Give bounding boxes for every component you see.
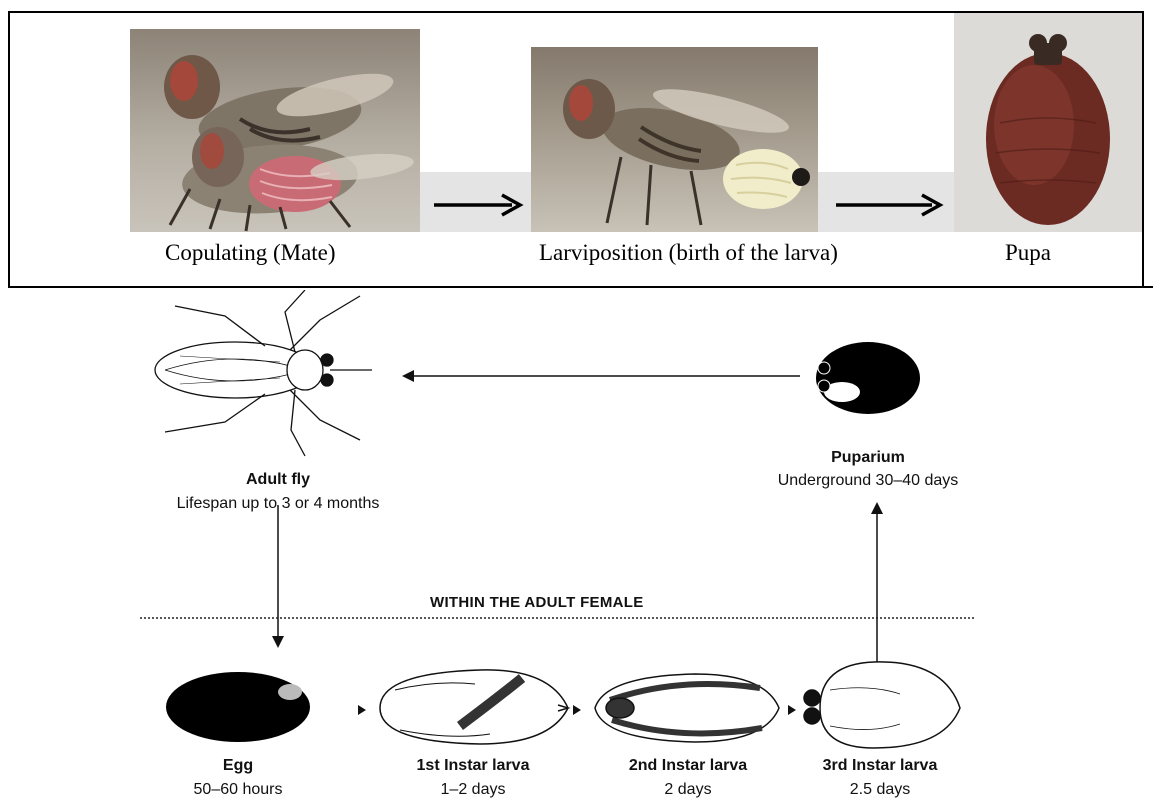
instar2-name: 2nd Instar larva bbox=[598, 757, 778, 775]
adult-fly-illustration bbox=[155, 290, 372, 456]
instar2-detail: 2 days bbox=[598, 781, 778, 799]
egg-illustration bbox=[166, 672, 310, 742]
photo-row-divider bbox=[8, 286, 1153, 288]
adult-fly-detail: Lifespan up to 3 or 4 months bbox=[128, 495, 428, 513]
instar1-illustration bbox=[380, 670, 568, 744]
egg-detail: 50–60 hours bbox=[168, 781, 308, 799]
puparium-detail: Underground 30–40 days bbox=[718, 472, 1018, 490]
egg-name: Egg bbox=[168, 757, 308, 775]
instar2-illustration bbox=[595, 674, 779, 742]
puparium-illustration bbox=[816, 342, 920, 414]
larviposition-photo bbox=[531, 47, 818, 232]
life-cycle-diagram bbox=[0, 290, 1153, 805]
adult-fly-name: Adult fly bbox=[178, 471, 378, 489]
instar3-illustration bbox=[804, 662, 960, 748]
within-adult-female-label: WITHIN THE ADULT FEMALE bbox=[430, 594, 644, 611]
instar3-name: 3rd Instar larva bbox=[790, 757, 970, 775]
pupa-photo bbox=[954, 13, 1142, 232]
caption-larviposition: Larviposition (birth of the larva) bbox=[539, 240, 838, 266]
arrow-copulating-to-larviposition bbox=[432, 192, 524, 218]
instar1-name: 1st Instar larva bbox=[383, 757, 563, 775]
arrow-larviposition-to-pupa bbox=[834, 192, 944, 218]
caption-pupa: Pupa bbox=[1005, 240, 1051, 266]
caption-copulating: Copulating (Mate) bbox=[165, 240, 336, 266]
instar3-detail: 2.5 days bbox=[790, 781, 970, 799]
puparium-name: Puparium bbox=[768, 449, 968, 467]
copulating-photo bbox=[130, 29, 420, 232]
instar1-detail: 1–2 days bbox=[383, 781, 563, 799]
